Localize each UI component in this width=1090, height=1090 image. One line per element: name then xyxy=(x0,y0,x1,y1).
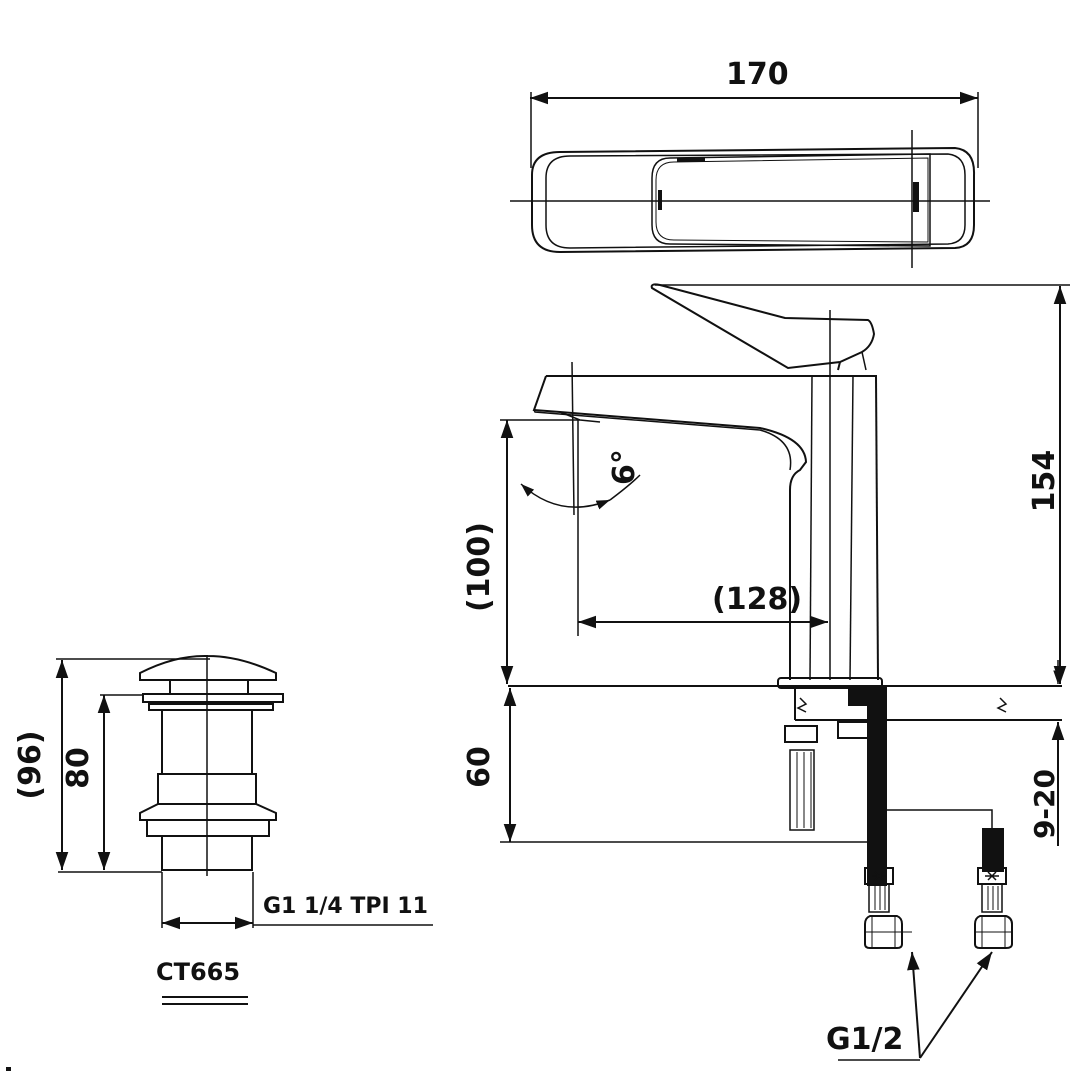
model-underline-1 xyxy=(162,996,248,998)
drain-model-label: CT665 xyxy=(156,958,241,986)
dim-label-100: (100) xyxy=(462,521,497,613)
drain-cap xyxy=(139,654,277,681)
spout-outline xyxy=(532,375,808,680)
corner-mark xyxy=(6,1067,11,1071)
lever-handle xyxy=(650,283,876,370)
side-view xyxy=(500,283,1070,1061)
dim-label-170: 170 xyxy=(726,57,789,92)
dim-label-96: (96) xyxy=(13,730,48,800)
dim-label-angle: 6° xyxy=(607,449,642,485)
hose-left xyxy=(867,686,887,886)
dim-label-154: 154 xyxy=(1027,449,1062,513)
faucet-top-outline xyxy=(531,146,976,254)
dim-label-9-20: 9-20 xyxy=(1028,768,1061,840)
angle-6-arc xyxy=(520,483,611,510)
g12-leader-right xyxy=(919,951,993,1059)
dim-label-g12: G1/2 xyxy=(826,1022,904,1057)
dim-label-60: 60 xyxy=(462,746,497,788)
drain-view xyxy=(55,654,433,930)
dim-label-drain-thread: G1 1/4 TPI 11 xyxy=(263,894,428,919)
top-view xyxy=(510,91,990,268)
fitting-right xyxy=(974,867,1013,949)
model-underline-2 xyxy=(162,1003,248,1005)
body-right-edge xyxy=(875,375,879,681)
hose-right xyxy=(982,828,1004,872)
dim-label-80: 80 xyxy=(61,747,96,789)
dim-label-128: (128) xyxy=(712,582,803,617)
g12-leader-left xyxy=(907,951,921,1059)
